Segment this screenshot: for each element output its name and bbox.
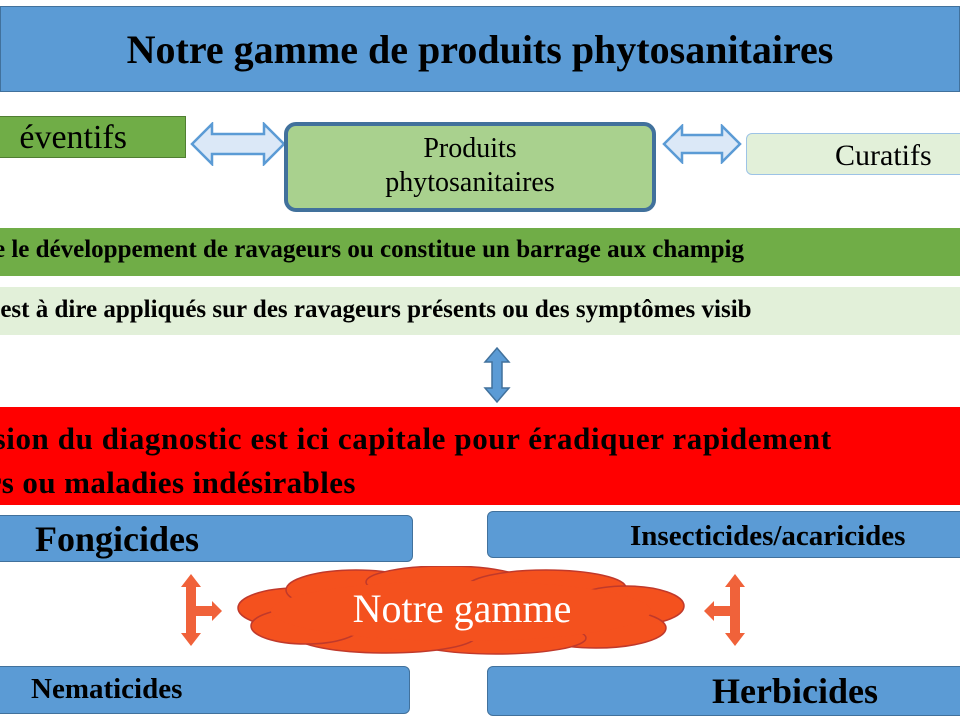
diagnostic-note-line1: cision du diagnostic est ici capitale po…: [0, 421, 832, 456]
curatifs-label: Curatifs: [835, 139, 932, 172]
cloud-label: Notre gamme: [352, 586, 572, 631]
fongicides-label: Fongicides: [35, 519, 200, 559]
double-arrow-vertical-icon: [483, 346, 511, 404]
curatifs-box: Curatifs: [746, 133, 960, 175]
double-arrow-horizontal-icon: [190, 122, 286, 166]
diagnostic-note-band: cision du diagnostic est ici capitale po…: [0, 407, 960, 505]
curatifs-description-band: ’est à dire appliqués sur des ravageurs …: [0, 287, 960, 335]
nematicides-label: Nematicides: [31, 673, 183, 705]
curatifs-description: ’est à dire appliqués sur des ravageurs …: [0, 296, 752, 323]
double-arrow-horizontal-icon: [662, 124, 742, 164]
preventifs-description-band: e le développement de ravageurs ou const…: [0, 228, 960, 276]
cloud-shape: [237, 566, 685, 655]
herbicides-label: Herbicides: [712, 671, 878, 711]
preventifs-description: e le développement de ravageurs ou const…: [0, 236, 744, 263]
preventifs-label: éventifs: [19, 119, 127, 156]
center-label-line2: phytosanitaires: [385, 167, 555, 198]
insecticides-label: Insecticides/acaricides: [630, 520, 906, 552]
herbicides-box: Herbicides: [487, 666, 960, 716]
elbow-double-arrow-icon: [704, 574, 745, 646]
title-bar: Notre gamme de produits phytosanitaires: [0, 6, 960, 92]
page-title: Notre gamme de produits phytosanitaires: [126, 26, 834, 72]
insecticides-box: Insecticides/acaricides: [487, 511, 960, 558]
preventifs-box: éventifs: [0, 116, 186, 158]
produits-phytosanitaires-node: Produits phytosanitaires: [284, 122, 656, 212]
fongicides-box: Fongicides: [0, 515, 413, 562]
elbow-double-arrow-icon: [181, 574, 222, 646]
diagnostic-note-line2: urs ou maladies indésirables: [0, 465, 356, 500]
center-label-line1: Produits: [423, 133, 517, 164]
nematicides-box: Nematicides: [0, 666, 410, 714]
